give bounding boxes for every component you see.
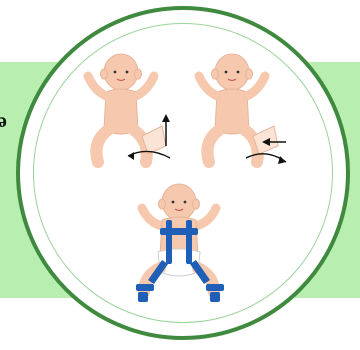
baby-with-harness	[126, 180, 236, 310]
baby-illustration-left	[190, 50, 300, 185]
band-text: ə	[0, 110, 7, 133]
baby-illustration-up	[76, 50, 186, 185]
